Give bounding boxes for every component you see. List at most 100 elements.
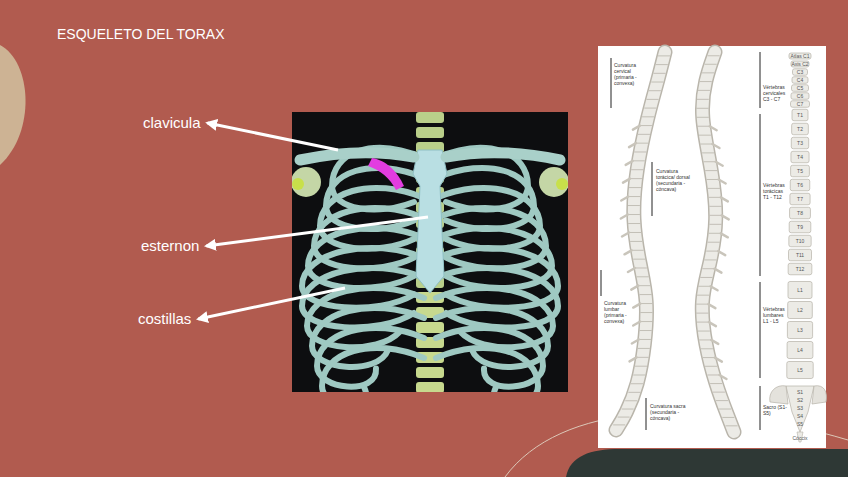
disc-line [722,417,734,418]
disc-line [633,375,645,376]
spinous-process [621,215,628,219]
vertebra-label: L5 [784,367,816,373]
clavicle [300,153,414,160]
disc-line [705,366,717,367]
disc-line [709,206,721,207]
rib [436,268,558,328]
rib [312,308,424,367]
bracket-line [611,58,612,108]
bracket-line [652,162,653,216]
disc-line [630,241,642,242]
disc-line [716,400,728,401]
disc-line [702,152,714,153]
vertebra-label: S5 [784,421,816,427]
disc-line [629,187,641,188]
disc-line [708,242,720,243]
vertebra-label: T4 [784,154,816,160]
shoulder-joint [292,178,304,190]
disc-line [700,81,712,82]
disc-line [698,331,710,332]
disc-line [708,55,720,56]
part-label: esternon [141,237,199,255]
disc-line [709,224,721,225]
disc-line [625,400,637,401]
vertebra-label: T8 [784,210,816,216]
disc-line [640,321,652,322]
disc-line [698,90,710,91]
spinous-process [719,375,726,379]
disc-line [635,366,647,367]
disc-line [618,417,630,418]
vertebra [416,112,444,123]
disc-line [649,90,661,91]
disc-line [630,178,642,179]
disc-line [658,55,670,56]
disc-line [697,322,709,323]
spinous-process [622,232,629,236]
disc-line [628,205,640,206]
leader-arrow [206,217,428,246]
disc-line [698,126,710,127]
vertebra-label: Axis C2 [784,61,816,67]
spine-note: Sacro (S1- S5) [763,404,787,416]
bracket-line [601,270,602,296]
disc-line [628,214,640,215]
vertebra-label: C5 [784,85,816,91]
disc-line [638,134,650,135]
shoulder-joint [539,167,568,197]
disc-line [628,223,640,224]
disc-line [696,304,708,305]
vertebra [416,127,444,138]
vertebra-label: L3 [784,327,816,333]
disc-line [640,312,652,313]
disc-line [704,259,716,260]
disc-line [708,188,720,189]
bracket-line [760,386,761,430]
vertebra [416,322,444,333]
vertebra [416,382,444,392]
spinous-process [718,251,725,255]
spine-illustration [613,52,826,442]
disc-line [631,169,643,170]
image-ground [292,112,568,392]
vertebra-label: T3 [784,140,816,146]
spinous-process [722,215,729,219]
bracket-line [760,282,761,378]
vertebra [416,367,444,378]
disc-line [647,99,659,100]
spinous-process [628,268,635,272]
spine-note: Vértebras cervicales C3 - C7 [763,84,787,102]
spinous-process [626,161,633,165]
disc-line [636,143,648,144]
disc-line [704,161,716,162]
spinous-process [721,233,728,237]
disc-line [628,392,640,393]
disc-line [635,267,647,268]
disc-line [638,285,650,286]
rib [322,348,424,392]
spinous-process [625,250,632,254]
spine-outline [702,52,734,432]
spinous-process [633,304,640,308]
disc-line [699,135,711,136]
rib [436,348,538,392]
rib [317,328,424,387]
spinous-process [633,126,640,130]
disc-line [706,251,718,252]
disc-line [707,179,719,180]
disc-line [709,197,721,198]
disc-line [699,286,711,287]
disc-line [640,303,652,304]
rib [307,288,424,347]
spine-note: Vértebras lumbares L1 - L5 [763,306,787,324]
spine-body [616,52,665,430]
vertebra-label: S4 [784,413,816,419]
vertebra-label: C6 [784,93,816,99]
vertebra-label: C4 [784,77,816,83]
vertebra-label: L2 [784,307,816,313]
disc-line [719,409,731,410]
spinous-process [633,322,640,326]
spinous-process [709,322,716,326]
